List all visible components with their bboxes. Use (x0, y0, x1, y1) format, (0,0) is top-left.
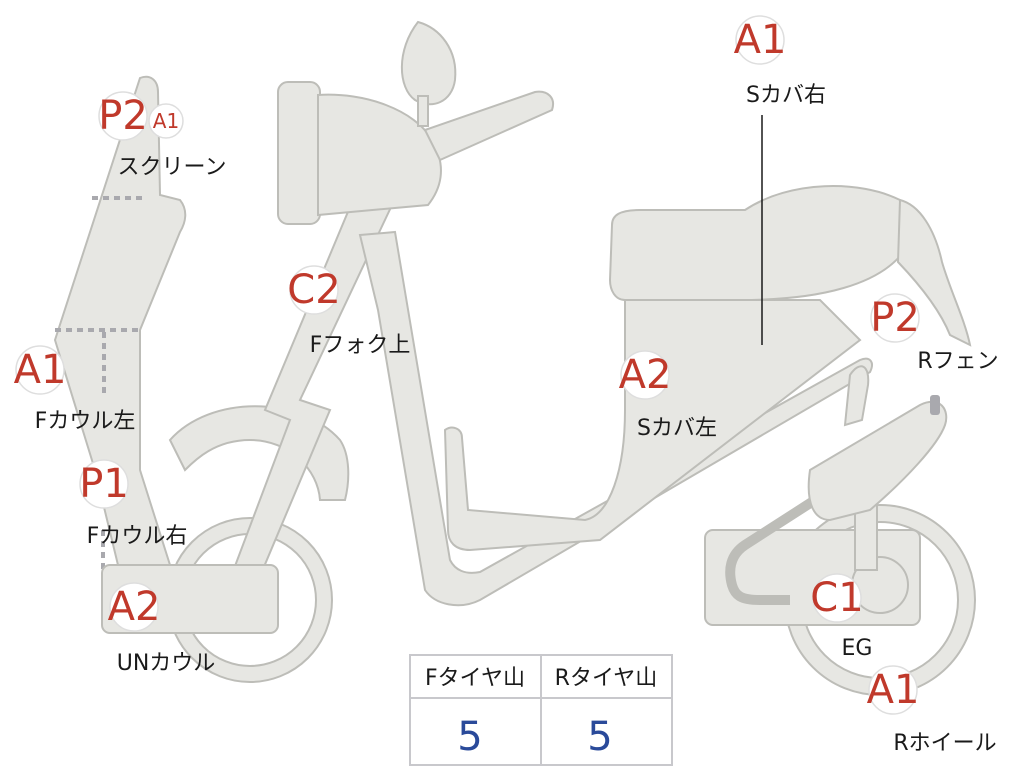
fcowl-left-callout: A1 Fカウル左 (14, 345, 136, 434)
rwheel-badge (868, 665, 918, 715)
frame-rail (358, 230, 873, 607)
scover-left-callout: A2 Sカバ左 (619, 350, 717, 441)
scover-left-label: Sカバ左 (637, 416, 717, 441)
un-cowl-code: A2 (108, 584, 161, 630)
fcowl-right-code: P1 (79, 461, 129, 507)
muffler-pipe (725, 495, 818, 605)
screen-callout: P2 A1 スクリーン (98, 91, 227, 180)
fcowl-left-code: A1 (14, 347, 67, 393)
un-cowl-badge (109, 582, 159, 632)
air-box (807, 400, 948, 522)
rfender-label: Rフェン (917, 349, 998, 374)
scover-right-label: Sカバ右 (746, 83, 826, 108)
mirror (400, 20, 457, 106)
screen-badge (98, 91, 148, 141)
front-tire-header: Fタイヤ山 (425, 666, 525, 691)
headlight (277, 81, 321, 225)
screen-sub-code: A1 (153, 109, 179, 133)
rear-tire-value: 5 (587, 714, 612, 760)
screen-code: P2 (98, 93, 148, 139)
screen-sub-badge (148, 103, 184, 139)
ffork-upper-callout: C2 Fフォク上 (287, 265, 411, 358)
ffork-upper-code: C2 (287, 267, 340, 313)
floor-board (443, 299, 862, 552)
scover-right-callout: A1 Sカバ右 (734, 15, 826, 108)
scover-left-code: A2 (619, 352, 672, 398)
rfender-callout: P2 Rフェン (870, 293, 999, 374)
screen-label: スクリーン (118, 155, 227, 180)
engine-label: EG (842, 636, 873, 661)
scover-right-code: A1 (734, 17, 787, 63)
front-cowl (53, 75, 187, 566)
ffork-upper-badge (289, 265, 339, 315)
fcowl-right-badge (79, 459, 129, 509)
engine-badge (812, 573, 862, 623)
rear-fender-bracket (843, 365, 870, 427)
scover-left-badge (620, 350, 670, 400)
fcowl-right-callout: P1 Fカウル右 (79, 459, 188, 549)
un-cowl-callout: A2 UNカウル (108, 582, 216, 676)
un-cowl-label: UNカウル (117, 651, 216, 676)
air-box-cap (930, 395, 940, 415)
seat (608, 185, 907, 301)
fcowl-right-label: Fカウル右 (87, 524, 188, 549)
tire-tread-table: Fタイヤ山 Rタイヤ山 5 5 (409, 654, 673, 766)
rwheel-code: A1 (867, 667, 920, 713)
fcowl-left-badge (15, 345, 65, 395)
handle-grip (423, 90, 554, 162)
scover-right-badge (735, 15, 785, 65)
rear-tail (896, 198, 972, 347)
engine-code: C1 (810, 575, 863, 621)
rfender-badge (870, 293, 920, 343)
engine-callout: C1 EG (810, 573, 873, 661)
rfender-code: P2 (870, 295, 920, 341)
rear-tire-header: Rタイヤ山 (555, 666, 658, 691)
mirror-stem (417, 95, 429, 127)
front-tire-value: 5 (457, 714, 482, 760)
rwheel-label: Rホイール (893, 731, 996, 756)
ffork-upper-label: Fフォク上 (310, 333, 411, 358)
scooter-illustration (53, 20, 976, 696)
fcowl-left-label: Fカウル左 (35, 409, 136, 434)
rwheel-callout: A1 Rホイール (867, 665, 997, 756)
